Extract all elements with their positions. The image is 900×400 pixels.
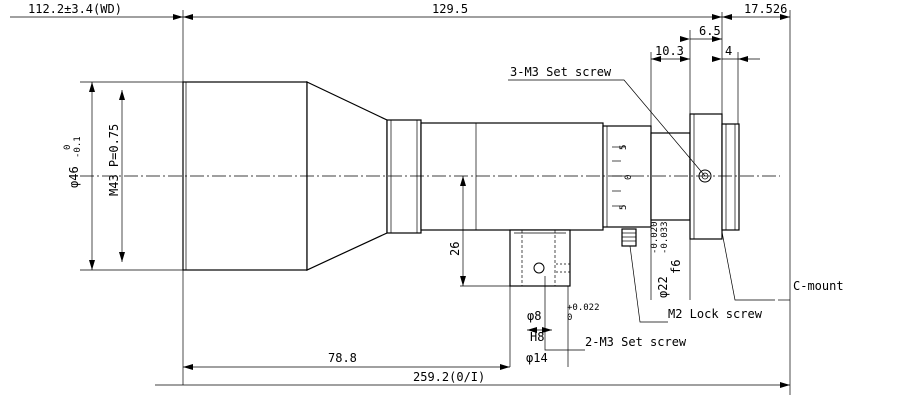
mounting-foot	[509, 229, 571, 287]
callout-c-mount: C-mount	[793, 279, 844, 293]
dim-dia-22-tol-lower: -0.033	[660, 221, 670, 254]
dim-height-26: 26	[448, 242, 462, 256]
callout-3-m3-set-screw: 3-M3 Set screw	[510, 65, 612, 79]
dim-dia-14: φ14	[526, 351, 548, 365]
foot-block	[509, 229, 571, 287]
lock-screw	[621, 228, 637, 247]
leader-lines	[508, 79, 790, 351]
dim-total-259-2: 259.2(0/I)	[413, 370, 485, 384]
foot-hole	[533, 262, 545, 274]
dim-thread-m43: M43 P=0.75	[107, 124, 121, 196]
rear-tube	[650, 132, 691, 221]
focus-mark-bot: 5	[619, 205, 629, 210]
dim-length-129-5: 129.5	[432, 2, 468, 16]
callout-2-m3-set-screw: 2-M3 Set screw	[585, 335, 687, 349]
main-tube	[420, 122, 604, 231]
focus-mark-top: 5	[619, 145, 629, 150]
dim-dia-46: φ46	[67, 166, 81, 188]
c-mount-thread	[721, 123, 740, 231]
dim-dia-46-tol-lower: -0.1	[73, 136, 83, 158]
dim-working-distance: 112.2±3.4(WD)	[28, 2, 122, 16]
dim-4: 4	[725, 44, 732, 58]
dim-dia-8-tol-lower: 0	[567, 313, 572, 323]
dim-10-3: 10.3	[655, 44, 684, 58]
dim-dia-22: φ22	[656, 276, 670, 298]
focus-mark-mid: 0	[624, 175, 634, 180]
dim-dia-22-tol-upper: -0.020	[650, 221, 660, 254]
dim-dia-22-fit: f6	[669, 260, 683, 274]
mount-flange	[689, 113, 723, 240]
dim-dia-8: φ8	[527, 309, 541, 323]
dimension-lines	[10, 10, 791, 395]
dim-flange-17-526: 17.526	[744, 2, 787, 16]
dim-dia-46-tol-upper: 0	[63, 145, 73, 150]
dim-6-5: 6.5	[699, 24, 721, 38]
dim-length-78-8: 78.8	[328, 351, 357, 365]
dim-dia-8-fit: H8	[530, 330, 544, 344]
callout-m2-lock-screw: M2 Lock screw	[668, 307, 763, 321]
arrowheads	[89, 14, 790, 388]
middle-ring	[386, 119, 422, 234]
dim-dia-8-tol-upper: +0.022	[567, 303, 600, 313]
